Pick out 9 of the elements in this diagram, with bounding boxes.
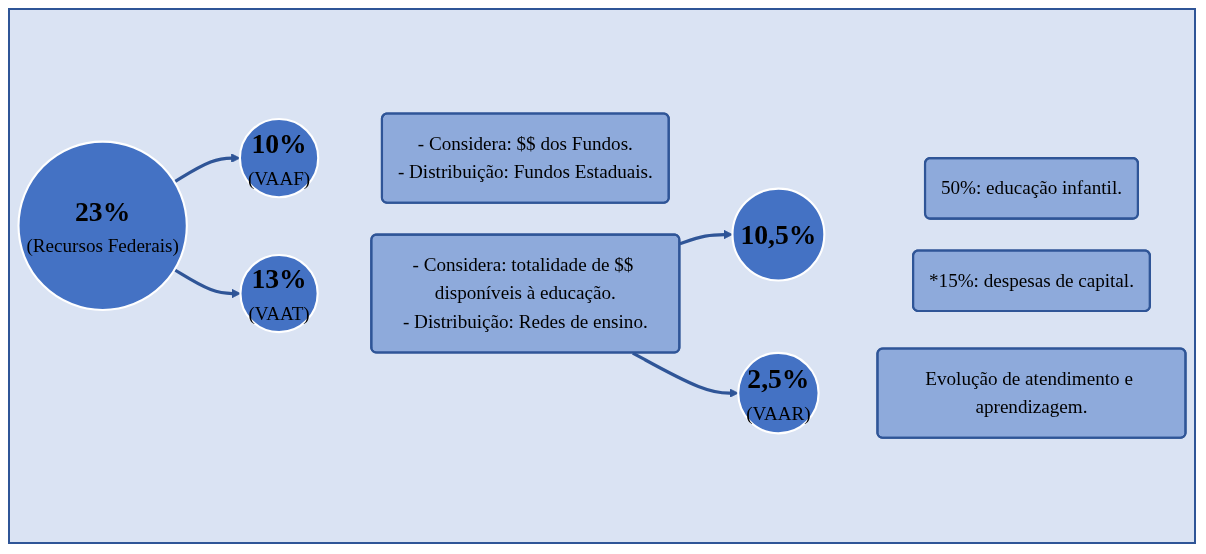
- node-circle: 13% (VAAT): [239, 254, 319, 334]
- node-circle: 10% (VAAF): [238, 118, 320, 199]
- arrow: [173, 268, 241, 299]
- arrow: [173, 153, 241, 184]
- node-circle: 23% (Recursos Federais): [17, 141, 188, 312]
- node-circle: 10,5%: [731, 187, 826, 282]
- node-circle: 2,5% (VAAR): [737, 352, 820, 435]
- arrow: [632, 352, 739, 399]
- arrow: [679, 230, 733, 246]
